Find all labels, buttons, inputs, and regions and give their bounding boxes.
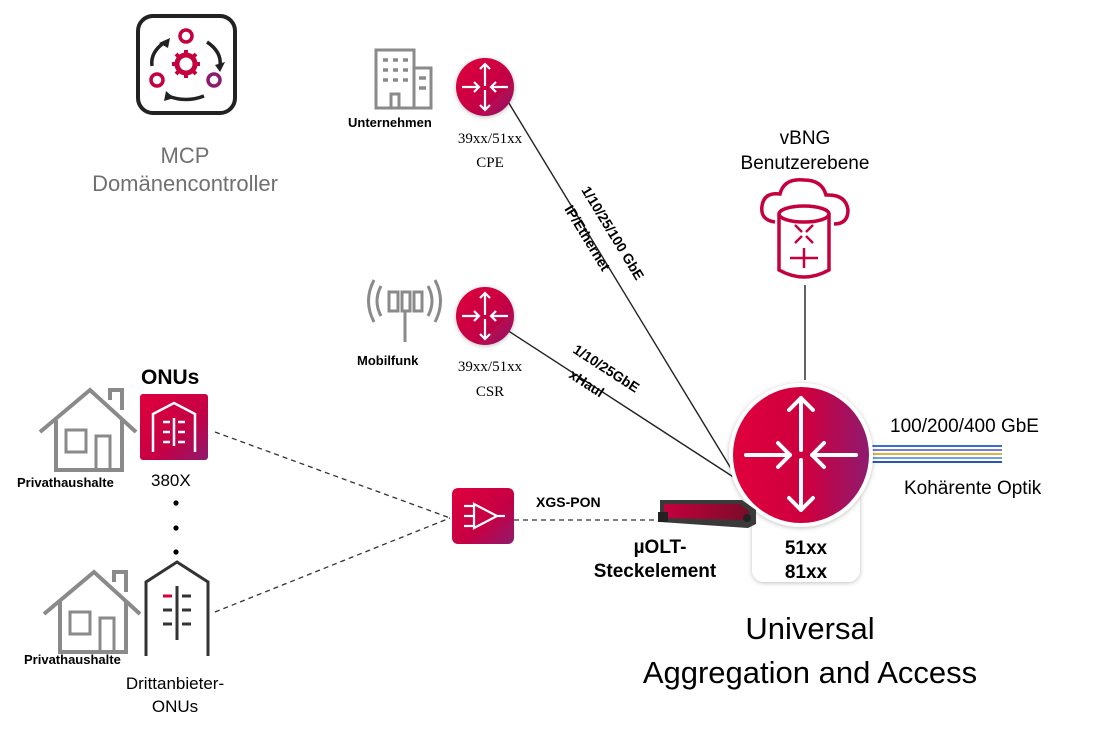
controller-title: MCP [160, 143, 210, 168]
pon-splitter-icon [452, 488, 514, 544]
cpe-router-icon [456, 58, 514, 116]
more-onus-ellipsis-icon [173, 500, 179, 555]
micro-olt-pluggable-icon [658, 500, 756, 528]
third-party-home-icon [42, 569, 142, 654]
core-model-81xx: 81xx [784, 562, 828, 583]
csr-router-icon [456, 287, 514, 345]
onus-heading: ONUs [141, 366, 200, 389]
onu-splitter-line [214, 431, 451, 519]
automation-cycle-icon [136, 14, 237, 115]
platform-title-line1: Universal [745, 611, 875, 646]
controller-subtitle: Domänencontroller [92, 171, 278, 196]
home-icon [38, 387, 138, 472]
third-party-onu-label-line1: Drittanbieter- [125, 674, 225, 693]
micro-olt-label-line1: µOLT- [633, 537, 687, 558]
cpe-model-label: 39xx/51xx [457, 131, 523, 147]
core-router-icon [729, 383, 873, 582]
third-onu-splitter-line [214, 517, 451, 613]
cell-tower-icon [367, 279, 442, 342]
onu-model-label: 380X [151, 471, 191, 490]
platform-title-line2: Aggregation and Access [642, 655, 978, 690]
vbng-subtitle: Benutzerebene [740, 153, 870, 174]
office-building-icon [374, 48, 433, 110]
third-party-onu-icon [144, 560, 210, 656]
mobile-site-label: Mobilfunk [357, 353, 419, 368]
vbng-cloud-icon [760, 178, 850, 279]
cpe-role-label: CPE [476, 155, 504, 171]
optics-speed-label: 100/200/400 GbE [890, 416, 1039, 437]
home-label: Privathaushalte [17, 475, 114, 490]
enterprise-link-line [506, 99, 739, 481]
csr-model-label: 39xx/51xx [457, 359, 523, 375]
coherent-optics-fibers [870, 445, 1002, 463]
coherent-optics-label: Kohärente Optik [904, 478, 1042, 499]
third-party-onu-label-line2: ONUs [151, 697, 199, 716]
core-model-51xx: 51xx [784, 538, 828, 559]
micro-olt-label-line2: Steckelement [593, 561, 717, 582]
csr-role-label: CSR [475, 384, 505, 400]
mobile-link-line [506, 329, 739, 481]
onu-380x-icon [140, 394, 208, 460]
xgs-pon-label: XGS-PON [536, 494, 601, 510]
enterprise-site-label: Unternehmen [348, 115, 432, 130]
third-party-home-label: Privathaushalte [24, 652, 121, 667]
vbng-title: vBNG [779, 128, 831, 149]
